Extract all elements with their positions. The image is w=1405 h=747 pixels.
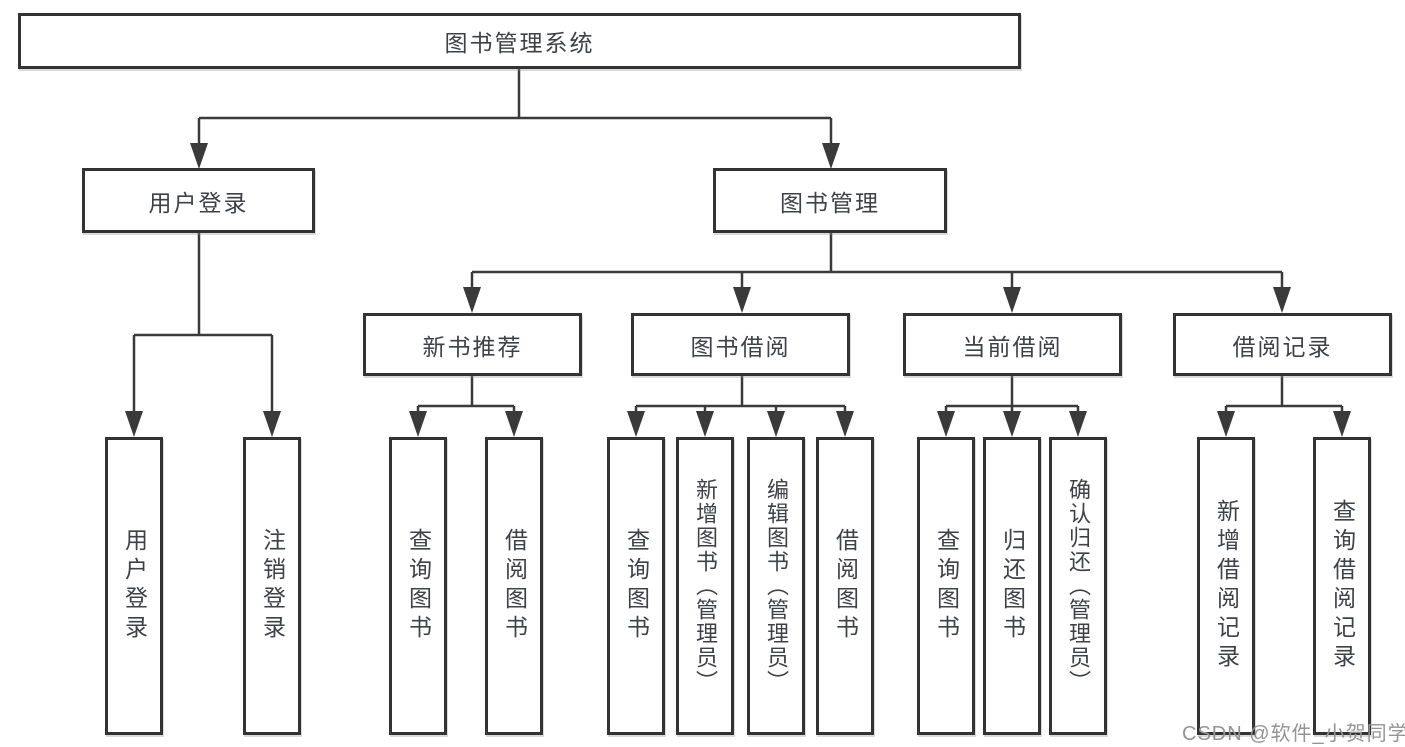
node-leaf-record-query: 查询借阅记录 (1313, 437, 1371, 735)
node-leaf-borrow-borrow-label: 借阅图书 (832, 528, 859, 644)
connector-root-to-level2 (197, 69, 833, 146)
node-book-borrowing: 图书借阅 (631, 313, 850, 376)
node-book-borrowing-label: 图书借阅 (690, 333, 791, 360)
node-new-book-recommend: 新书推荐 (363, 313, 582, 376)
arrow-icon (505, 411, 523, 437)
node-current-borrowing-label: 当前借阅 (962, 333, 1063, 360)
csdn-watermark: CSDN @软件_小贺同学 (1182, 723, 1405, 745)
node-leaf-logout: 注销登录 (243, 437, 301, 735)
node-leaf-current-query-label: 查询图书 (933, 528, 960, 644)
node-leaf-current-return-label: 归还图书 (999, 528, 1026, 644)
node-leaf-user-login-label: 用户登录 (121, 528, 148, 644)
node-leaf-record-add-label: 新增借阅记录 (1213, 499, 1240, 673)
node-leaf-borrow-add-admin: 新增图书（管理员） (676, 437, 734, 735)
connector-newbook-to-children (416, 376, 516, 414)
arrow-icon (190, 143, 208, 169)
arrow-icon (627, 411, 645, 437)
arrow-icon (822, 143, 840, 169)
arrow-icon (1333, 411, 1351, 437)
node-leaf-logout-label: 注销登录 (259, 528, 286, 644)
node-leaf-borrow-query-label: 查询图书 (623, 528, 650, 644)
node-user-login-label: 用户登录 (148, 189, 249, 216)
node-leaf-current-confirm-admin-label: 确认归还（管理员） (1066, 478, 1091, 694)
arrow-icon (1003, 411, 1021, 437)
node-book-management-label: 图书管理 (780, 189, 880, 216)
node-leaf-borrow-edit-admin-label: 编辑图书（管理员） (764, 478, 789, 694)
node-borrowing-records: 借阅记录 (1173, 313, 1392, 376)
arrow-icon (463, 287, 481, 313)
connector-records-to-children (1224, 376, 1344, 414)
node-user-login: 用户登录 (82, 168, 315, 233)
arrow-icon (696, 411, 714, 437)
node-leaf-borrow-edit-admin: 编辑图书（管理员） (747, 437, 805, 735)
arrow-icon (263, 411, 281, 437)
node-leaf-record-add: 新增借阅记录 (1197, 437, 1255, 735)
arrow-icon (1003, 287, 1021, 313)
node-current-borrowing: 当前借阅 (903, 313, 1122, 376)
arrow-icon (1273, 287, 1291, 313)
node-leaf-current-confirm-admin: 确认归还（管理员） (1049, 437, 1107, 735)
connector-bookmgmt-to-level3 (470, 233, 1284, 290)
node-root-label: 图书管理系统 (444, 30, 595, 56)
connector-currentborrow-to-children (944, 376, 1080, 414)
arrow-icon (1069, 411, 1087, 437)
node-leaf-newbook-borrow-label: 借阅图书 (501, 528, 528, 644)
node-new-book-recommend-label: 新书推荐 (422, 333, 523, 360)
node-leaf-newbook-borrow: 借阅图书 (485, 437, 543, 735)
node-root: 图书管理系统 (18, 13, 1021, 69)
arrow-icon (937, 411, 955, 437)
arrow-icon (733, 287, 751, 313)
node-leaf-newbook-query-label: 查询图书 (405, 528, 432, 644)
node-leaf-user-login: 用户登录 (105, 437, 163, 735)
node-leaf-newbook-query: 查询图书 (389, 437, 447, 735)
node-leaf-borrow-borrow: 借阅图书 (816, 437, 874, 735)
connector-bookborrow-to-children (634, 376, 847, 414)
node-leaf-current-return: 归还图书 (983, 437, 1041, 735)
node-leaf-record-query-label: 查询借阅记录 (1329, 499, 1356, 673)
arrow-icon (125, 411, 143, 437)
arrow-icon (1217, 411, 1235, 437)
node-book-management: 图书管理 (713, 168, 947, 233)
arrow-icon (767, 411, 785, 437)
arrow-icon (836, 411, 854, 437)
node-leaf-borrow-add-admin-label: 新增图书（管理员） (693, 478, 718, 694)
arrow-icon (409, 411, 427, 437)
connector-userlogin-to-children (132, 233, 274, 414)
node-leaf-borrow-query: 查询图书 (607, 437, 665, 735)
node-borrowing-records-label: 借阅记录 (1232, 333, 1333, 360)
node-leaf-current-query: 查询图书 (917, 437, 975, 735)
